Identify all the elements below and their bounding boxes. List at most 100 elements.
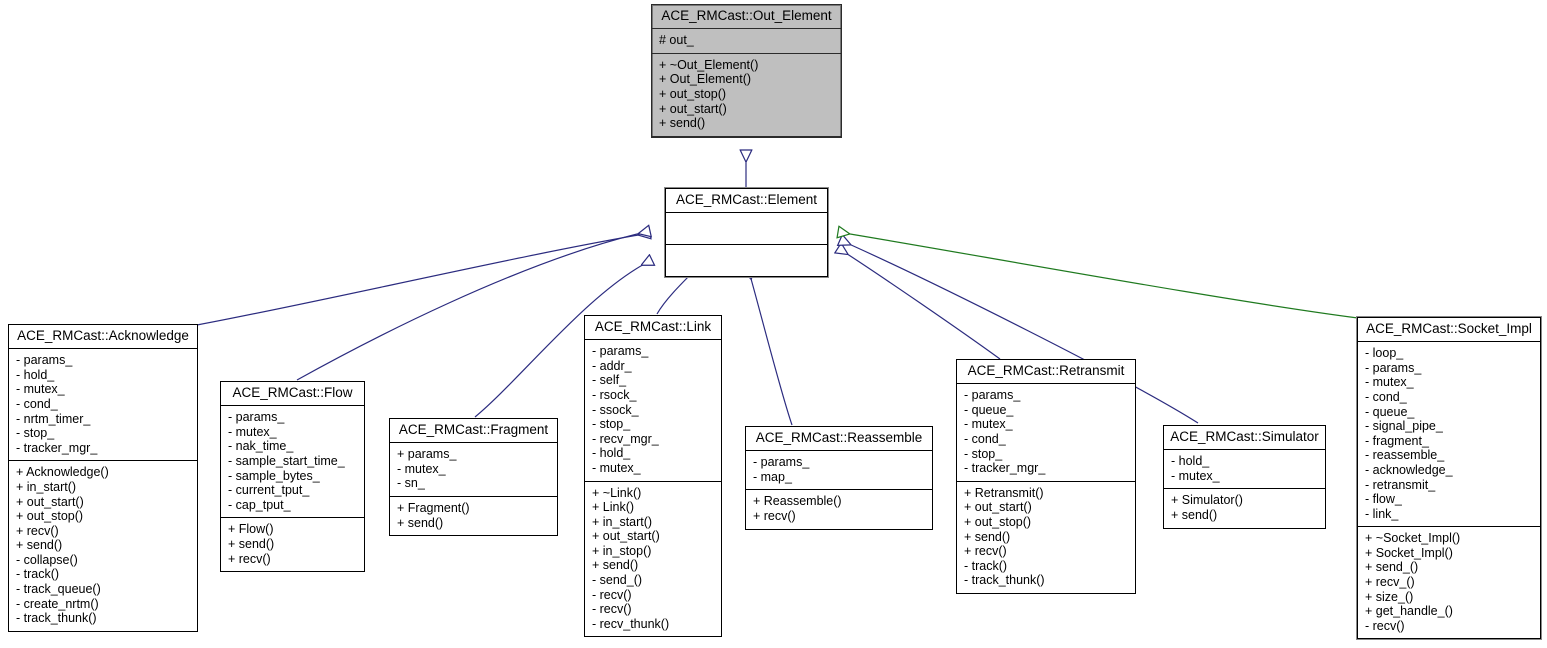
operation-row: + size_() xyxy=(1365,589,1414,604)
class-node-flow[interactable]: ACE_RMCast::Flow - params_ - mutex_ - na… xyxy=(220,381,365,573)
operation-row: + send() xyxy=(228,536,275,551)
attributes-compartment: # out_ xyxy=(652,29,841,54)
class-title: ACE_RMCast::Retransmit xyxy=(957,360,1135,385)
attribute-row: - mutex_ xyxy=(1365,375,1414,390)
class-title: ACE_RMCast::Fragment xyxy=(390,419,557,444)
operations-compartment: + Reassemble() + recv() xyxy=(746,490,932,528)
operation-row: + ~Link() xyxy=(592,485,642,500)
attribute-row: - sn_ xyxy=(397,476,425,491)
operation-row: + send() xyxy=(592,558,639,573)
operation-row: + recv() xyxy=(964,544,1007,559)
attribute-row: - map_ xyxy=(753,469,792,484)
attribute-row: - sample_start_time_ xyxy=(228,453,345,468)
operations-compartment: + ~Out_Element() + Out_Element() + out_s… xyxy=(652,54,841,137)
operation-row: + recv() xyxy=(228,551,271,566)
attribute-row: - cap_tput_ xyxy=(228,497,291,512)
operation-row: + out_start() xyxy=(964,500,1032,515)
attribute-row: - mutex_ xyxy=(397,461,446,476)
attribute-row: - hold_ xyxy=(592,446,631,461)
attribute-row: - reassemble_ xyxy=(1365,448,1445,463)
attribute-row: # out_ xyxy=(659,33,694,48)
attribute-row: - cond_ xyxy=(1365,389,1407,404)
attribute-row: - signal_pipe_ xyxy=(1365,419,1443,434)
attribute-row: - tracker_mgr_ xyxy=(964,461,1046,476)
attributes-compartment: - hold_ - mutex_ xyxy=(1164,450,1325,490)
operation-row: + Link() xyxy=(592,500,635,515)
attribute-row: - acknowledge_ xyxy=(1365,462,1453,477)
attribute-row: - cond_ xyxy=(16,396,58,411)
class-node-retransmit[interactable]: ACE_RMCast::Retransmit - params_ - queue… xyxy=(956,359,1136,594)
attribute-row: - ssock_ xyxy=(592,402,639,417)
operation-row: - send_() xyxy=(592,573,643,588)
class-node-socket-impl[interactable]: ACE_RMCast::Socket_Impl - loop_ - params… xyxy=(1357,317,1541,640)
operation-row: + Flow() xyxy=(228,522,274,537)
operations-compartment xyxy=(666,245,827,276)
attribute-row: - mutex_ xyxy=(964,417,1013,432)
edge-acknowledge-to-element xyxy=(196,233,650,326)
operation-row: - track() xyxy=(964,558,1008,573)
class-title: ACE_RMCast::Socket_Impl xyxy=(1358,318,1540,343)
operation-row: - track_queue() xyxy=(16,582,101,597)
class-node-fragment[interactable]: ACE_RMCast::Fragment + params_ - mutex_ … xyxy=(389,418,558,537)
operation-row: - recv() xyxy=(592,587,632,602)
attribute-row: - queue_ xyxy=(964,402,1014,417)
operation-row: + get_handle_() xyxy=(1365,604,1453,619)
operation-row: + out_stop() xyxy=(964,514,1032,529)
attribute-row: - mutex_ xyxy=(228,424,277,439)
operation-row: + Retransmit() xyxy=(964,485,1044,500)
attribute-row: - recv_mgr_ xyxy=(592,431,659,446)
operations-compartment: + ~Link() + Link() + in_start() + out_st… xyxy=(585,482,721,637)
class-node-element[interactable]: ACE_RMCast::Element xyxy=(665,188,828,278)
class-node-out-element[interactable]: ACE_RMCast::Out_Element # out_ + ~Out_El… xyxy=(651,4,842,138)
operation-row: + out_start() xyxy=(592,529,660,544)
operations-compartment: + ~Socket_Impl() + Socket_Impl() + send_… xyxy=(1358,527,1540,638)
operation-row: + in_stop() xyxy=(592,543,652,558)
operation-row: - recv_thunk() xyxy=(592,616,670,631)
attribute-row: - self_ xyxy=(592,373,627,388)
operation-row: + out_stop() xyxy=(659,86,727,101)
class-title: ACE_RMCast::Flow xyxy=(221,382,364,407)
attribute-row: - nak_time_ xyxy=(228,439,294,454)
attribute-row: - params_ xyxy=(16,353,73,368)
class-title: ACE_RMCast::Out_Element xyxy=(652,5,841,30)
attribute-row: - flow_ xyxy=(1365,492,1402,507)
attribute-row: - queue_ xyxy=(1365,404,1415,419)
class-title: ACE_RMCast::Element xyxy=(666,189,827,214)
attribute-row: - params_ xyxy=(228,410,285,425)
attributes-compartment: - params_ - map_ xyxy=(746,451,932,491)
class-node-reassemble[interactable]: ACE_RMCast::Reassemble - params_ - map_ … xyxy=(745,426,933,530)
attribute-row: - hold_ xyxy=(16,367,55,382)
attribute-row: - tracker_mgr_ xyxy=(16,440,98,455)
operation-row: - recv() xyxy=(1365,618,1405,633)
operation-row: - recv() xyxy=(592,602,632,617)
attribute-row: - stop_ xyxy=(16,426,55,441)
class-node-link[interactable]: ACE_RMCast::Link - params_ - addr_ - sel… xyxy=(584,315,722,638)
operation-row: + send() xyxy=(1171,507,1218,522)
operation-row: + Out_Element() xyxy=(659,72,752,87)
operations-compartment: + Retransmit() + out_start() + out_stop(… xyxy=(957,482,1135,593)
class-title: ACE_RMCast::Acknowledge xyxy=(9,325,197,350)
attribute-row: - mutex_ xyxy=(592,460,641,475)
attribute-row: - cond_ xyxy=(964,431,1006,446)
operation-row: + recv_() xyxy=(1365,575,1415,590)
attribute-row: - params_ xyxy=(753,455,810,470)
class-node-simulator[interactable]: ACE_RMCast::Simulator - hold_ - mutex_ +… xyxy=(1163,425,1326,529)
operation-row: + ~Socket_Impl() xyxy=(1365,531,1461,546)
class-node-acknowledge[interactable]: ACE_RMCast::Acknowledge - params_ - hold… xyxy=(8,324,198,632)
class-title: ACE_RMCast::Reassemble xyxy=(746,427,932,452)
operation-row: + Reassemble() xyxy=(753,494,842,509)
attributes-compartment xyxy=(666,213,827,246)
attribute-row: - params_ xyxy=(1365,360,1422,375)
attribute-row: - nrtm_timer_ xyxy=(16,411,91,426)
attribute-row: + params_ xyxy=(397,447,457,462)
attribute-row: - params_ xyxy=(964,388,1021,403)
operations-compartment: + Simulator() + send() xyxy=(1164,489,1325,527)
attribute-row: - rsock_ xyxy=(592,387,637,402)
attribute-row: - sample_bytes_ xyxy=(228,468,320,483)
operation-row: - collapse() xyxy=(16,552,78,567)
operation-row: + send() xyxy=(659,116,706,131)
operation-row: + out_start() xyxy=(16,494,84,509)
attribute-row: - addr_ xyxy=(592,358,632,373)
attribute-row: - loop_ xyxy=(1365,346,1404,361)
